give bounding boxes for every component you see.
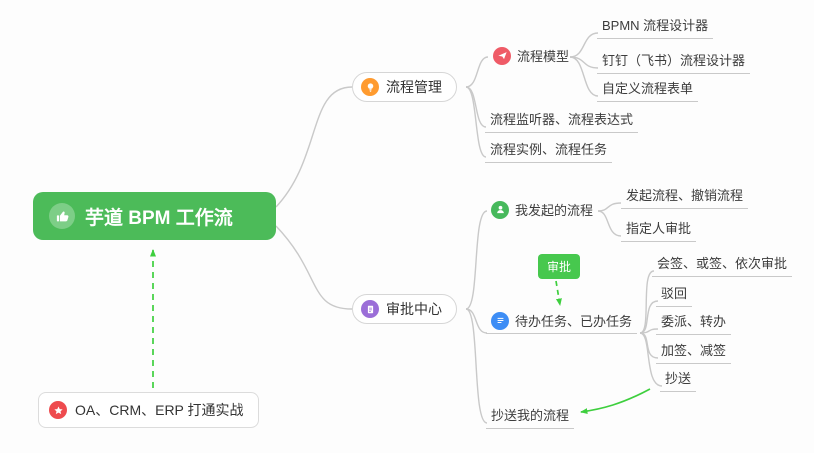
list-icon [491,311,509,330]
link-model-bpmn [569,32,599,58]
node-label: 加签、减签 [661,343,727,358]
link-ac-my-initiated [465,210,488,310]
node-label: 流程管理 [386,79,442,95]
node-label: 自定义流程表单 [602,81,694,96]
node-label: 钉钉（飞书）流程设计器 [602,53,746,68]
node-label: 抄送我的流程 [491,408,570,423]
note-label: OA、CRM、ERP 打通实战 [75,402,244,418]
arrow-cc-to-ccmy [580,388,651,415]
node-label: 抄送 [665,371,692,386]
node-label: 流程实例、流程任务 [490,142,608,157]
node-add-reduce-sign[interactable]: 加签、减签 [656,340,732,364]
paper-plane-icon [493,46,511,65]
root-node[interactable]: 芋道 BPM 工作流 [33,192,276,240]
link-mi-assignee [597,210,622,237]
badge-label: 审批 [547,260,572,274]
node-reject[interactable]: 驳回 [656,283,693,307]
link-root-approval-center [275,225,353,310]
node-countersign[interactable]: 会签、或签、依次审批 [652,253,793,277]
link-model-custom-form [569,56,599,97]
link-root-process-management [275,86,353,208]
note-oa-crm-erp[interactable]: OA、CRM、ERP 打通实战 [38,392,259,428]
node-instance-task[interactable]: 流程实例、流程任务 [485,139,613,163]
node-label: BPMN 流程设计器 [602,18,709,33]
lightbulb-icon [361,78,379,96]
node-dingtalk-designer[interactable]: 钉钉（飞书）流程设计器 [597,50,751,74]
link-ac-cc-my [465,308,488,424]
link-pm-instance [465,86,487,158]
approval-badge[interactable]: 审批 [538,254,581,279]
node-initiate-cancel[interactable]: 发起流程、撤销流程 [621,185,749,209]
node-label: 审批中心 [386,301,442,317]
node-label: 指定人审批 [626,221,692,236]
node-delegate-transfer[interactable]: 委派、转办 [656,311,732,335]
clipboard-icon [361,300,379,318]
arrow-badge-to-todo [555,280,562,306]
node-listener-expression[interactable]: 流程监听器、流程表达式 [485,109,639,133]
node-label: 流程模型 [517,49,570,64]
node-cc[interactable]: 抄送 [660,368,697,392]
link-ac-todo-done [465,308,488,334]
node-approval-center[interactable]: 审批中心 [352,294,457,324]
person-icon [491,200,509,219]
node-todo-done[interactable]: 待办任务、已办任务 [486,311,638,334]
thumbs-up-icon [49,203,75,229]
link-mi-initiate [597,202,622,212]
root-label: 芋道 BPM 工作流 [85,207,233,229]
node-label: 发起流程、撤销流程 [626,188,744,203]
node-process-management[interactable]: 流程管理 [352,72,457,102]
node-label: 我发起的流程 [515,203,594,218]
link-td-countersign [639,270,655,334]
node-label: 待办任务、已办任务 [515,314,633,329]
node-my-initiated[interactable]: 我发起的流程 [486,200,598,222]
node-custom-form[interactable]: 自定义流程表单 [597,78,699,102]
node-label: 会签、或签、依次审批 [657,256,788,271]
node-label: 驳回 [661,286,688,301]
link-model-dingtalk [569,56,599,69]
star-icon [49,401,67,419]
node-label: 委派、转办 [661,314,727,329]
node-assignee-approval[interactable]: 指定人审批 [621,218,697,242]
node-process-model[interactable]: 流程模型 [488,46,574,68]
link-pm-listener [465,86,487,128]
link-pm-process-model [465,56,489,88]
node-label: 流程监听器、流程表达式 [490,112,634,127]
node-cc-my-process[interactable]: 抄送我的流程 [486,405,575,429]
node-bpmn-designer[interactable]: BPMN 流程设计器 [597,15,714,39]
